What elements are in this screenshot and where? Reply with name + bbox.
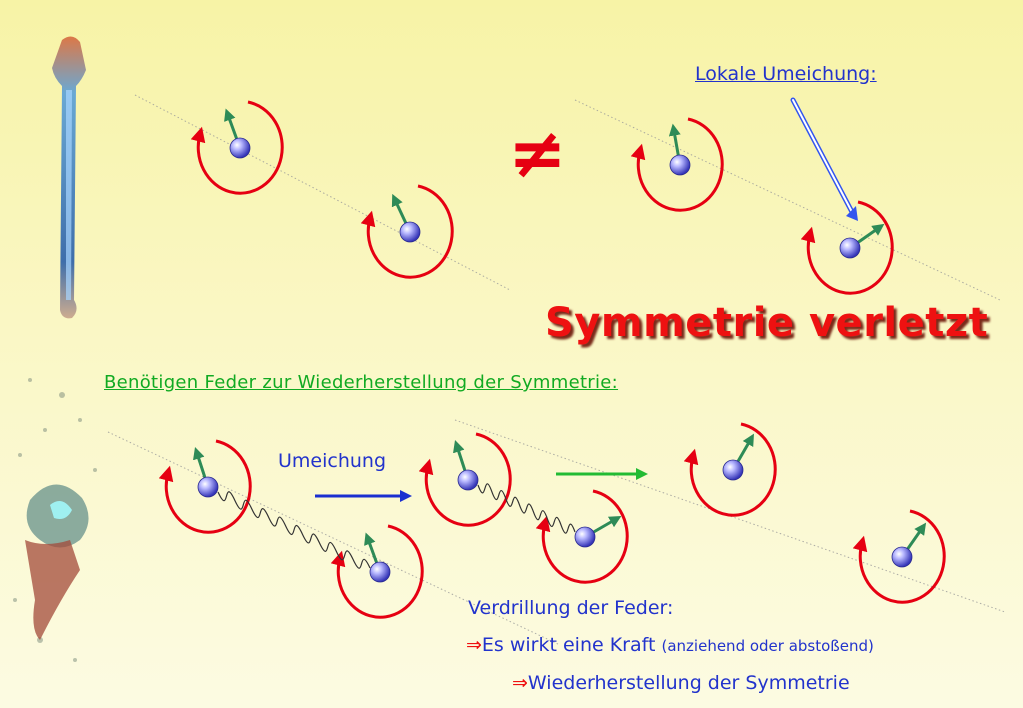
rotation-loop-arrow [630, 117, 724, 212]
wiederherstellung-line: ⇒Wiederherstellung der Symmetrie [512, 672, 850, 694]
springs [217, 483, 576, 569]
particle [722, 459, 744, 481]
rotation-loop-arrow [800, 200, 894, 295]
particle [839, 237, 861, 259]
implies-symbol: ⇒ [466, 634, 482, 656]
particle-group [190, 100, 284, 195]
benoetigen-feder-heading: Benötigen Feder zur Wiederherstellung de… [104, 372, 619, 393]
kraft-detail: (anziehend oder abstoßend) [661, 637, 874, 655]
spring-coil [477, 483, 576, 534]
wiederherstellung-text: Wiederherstellung der Symmetrie [527, 672, 850, 694]
particle-group [360, 184, 454, 279]
rotation-loop-arrow [190, 100, 284, 195]
symmetrie-verletzt-heading: Symmetrie verletzt [545, 300, 989, 346]
particle [399, 221, 421, 243]
particle [197, 476, 219, 498]
particle [669, 154, 691, 176]
spring-coil [217, 491, 371, 569]
reference-lines [107, 94, 1006, 646]
particle [369, 561, 391, 583]
particle-group [800, 200, 894, 295]
verdrillung-label: Verdrillung der Feder: [468, 597, 674, 619]
particle-group [630, 117, 724, 212]
implies-symbol: ⇒ [512, 672, 528, 694]
kraft-line: ⇒Es wirkt eine Kraft (anziehend oder abs… [466, 634, 874, 656]
decorative-image-strip [13, 36, 97, 662]
particle-group [683, 422, 777, 517]
particle [229, 137, 251, 159]
particle [574, 526, 596, 548]
pointer-arrow [790, 97, 858, 221]
particle-group [418, 432, 512, 527]
rotation-loop-arrow [360, 184, 454, 279]
kraft-text: Es wirkt eine Kraft [481, 634, 656, 656]
rotation-loop-arrow [852, 509, 946, 604]
particle [457, 469, 479, 491]
particle-group [535, 489, 629, 584]
particle-group [158, 439, 252, 534]
lokale-umeichung-label: Lokale Umeichung: [695, 63, 877, 85]
not-equal-symbol: ≠ [508, 112, 567, 194]
particle-group [852, 509, 946, 604]
rotation-loop-arrow [418, 432, 512, 527]
particle-group [330, 524, 424, 619]
particle [891, 546, 913, 568]
umeichung-label: Umeichung [278, 450, 387, 472]
rotation-loop-arrow [158, 439, 252, 534]
rotation-loop-arrow [535, 489, 629, 584]
rotation-loop-arrow [330, 524, 424, 619]
rotation-loop-arrow [683, 422, 777, 517]
